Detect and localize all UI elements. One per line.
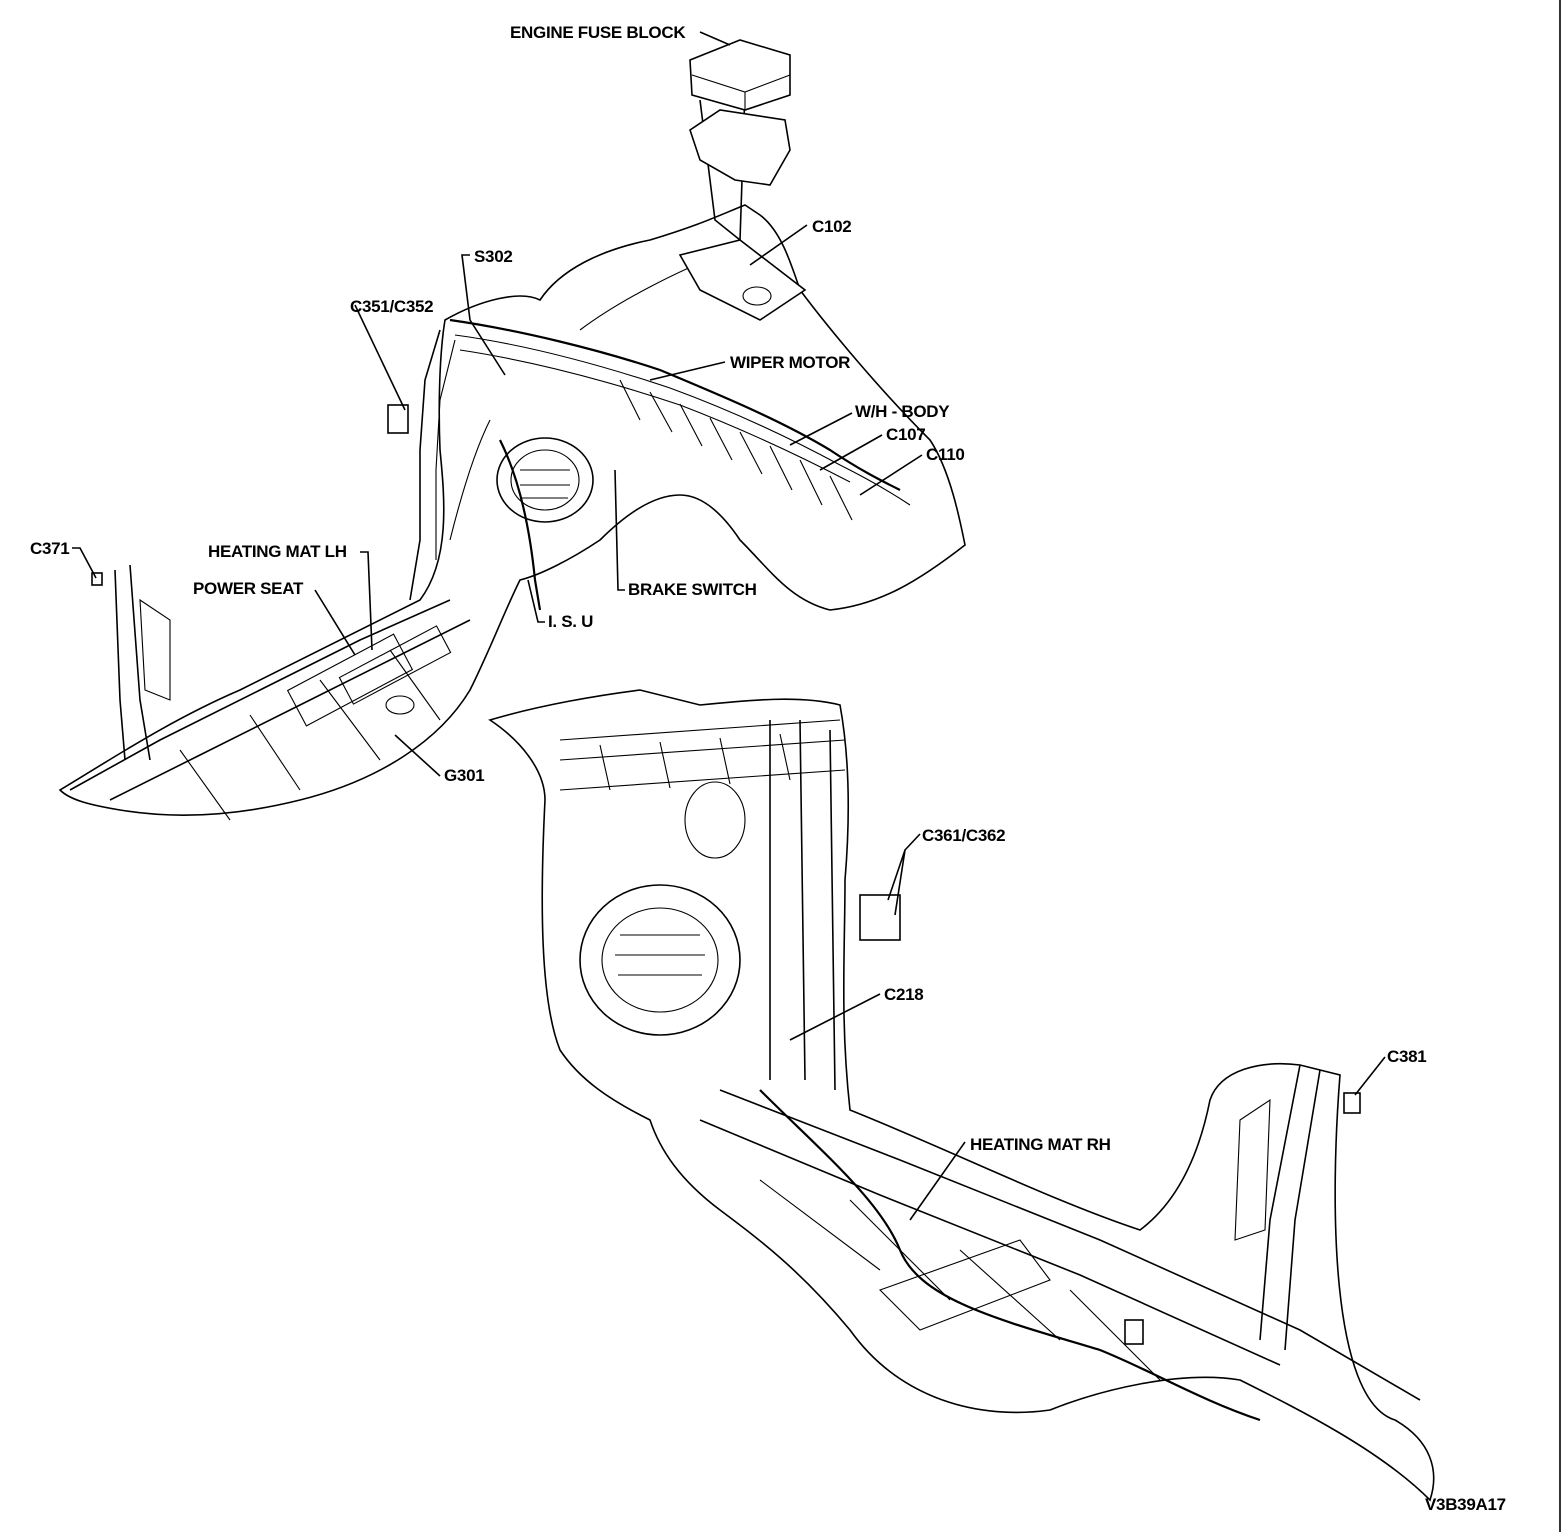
figure-code: V3B39A17	[1425, 1495, 1506, 1514]
label-brake-switch: BRAKE SWITCH	[628, 580, 757, 599]
a-pillar-lh	[409, 329, 441, 601]
seat-frame-rh	[878, 1239, 1051, 1331]
rear-shelf-lines	[559, 719, 846, 791]
sill-lh-inner	[109, 619, 471, 801]
c102-bracket	[678, 239, 807, 321]
c361-connector	[859, 894, 901, 941]
cowl-line-2	[459, 349, 851, 483]
brake-booster-inner	[510, 449, 580, 511]
c351-connector	[387, 404, 409, 434]
leader-lines	[72, 31, 1386, 1221]
label-s302: S302	[474, 247, 513, 266]
c381-connector	[1343, 1092, 1361, 1114]
label-c371: C371	[30, 539, 69, 558]
label-engine-fuse-block: ENGINE FUSE BLOCK	[510, 23, 686, 42]
lower-cutaway-outline	[488, 689, 1435, 1502]
sill-lh-outer	[69, 599, 451, 791]
label-c351-c352: C351/C352	[350, 297, 433, 316]
b-pillar-lh	[114, 564, 151, 761]
rear-shelf-ribs	[599, 733, 791, 791]
label-c110: C110	[926, 445, 965, 464]
floor-connector-rh	[1124, 1319, 1144, 1345]
a-pillar-lh-inner	[435, 339, 456, 560]
seat-frame-lh	[286, 633, 414, 727]
harness-isu-run	[499, 439, 542, 611]
upper-body-view	[58, 39, 966, 821]
label-c361-c362: C361/C362	[922, 826, 1005, 845]
cowl-harness	[449, 318, 901, 491]
b-pillar-lh-cutout	[139, 598, 171, 701]
label-c107: C107	[886, 425, 925, 444]
wheelhouse-inner	[601, 907, 719, 1013]
upper-cutaway-outline	[58, 204, 966, 817]
label-wiper-motor: WIPER MOTOR	[730, 353, 850, 372]
label-c218: C218	[884, 985, 923, 1004]
firewall-ribs	[619, 379, 853, 521]
label-heating-mat-rh: HEATING MAT RH	[970, 1135, 1111, 1154]
label-power-seat: POWER SEAT	[193, 579, 304, 598]
c102-hole	[742, 286, 772, 306]
floor-ribs-lh	[179, 649, 441, 821]
callout-labels: ENGINE FUSE BLOCK C102 S302 C351/C352 WI…	[30, 23, 1506, 1514]
brake-booster-ribs	[520, 469, 570, 499]
cowl-line-1	[454, 334, 911, 506]
wheelhouse-ribs	[615, 934, 705, 976]
floor-hole-lh	[385, 695, 415, 715]
c371-connector	[91, 572, 103, 586]
c-pillar-lines	[769, 719, 836, 1091]
seat-track-lh	[338, 625, 452, 705]
fuse-block-edges	[691, 74, 791, 110]
label-c381: C381	[1387, 1047, 1426, 1066]
engine-fuse-block-shape	[689, 39, 791, 111]
label-heating-mat-lh: HEATING MAT LH	[208, 542, 347, 561]
label-isu: I. S. U	[548, 612, 593, 631]
sill-rh-inner	[699, 1119, 1281, 1366]
label-g301: G301	[444, 766, 484, 785]
harness-branch	[449, 419, 491, 541]
b-pillar-rh-cutout	[1234, 1098, 1271, 1241]
lower-body-view	[488, 689, 1435, 1502]
sill-rh-outer	[719, 1089, 1421, 1401]
b-pillar-rh	[1259, 1064, 1321, 1351]
relay-bracket	[689, 109, 791, 186]
harness-floor-rh	[759, 1089, 1261, 1422]
speaker-hole	[684, 781, 746, 859]
label-c102: C102	[812, 217, 851, 236]
label-wh-body: W/H - BODY	[855, 402, 950, 421]
